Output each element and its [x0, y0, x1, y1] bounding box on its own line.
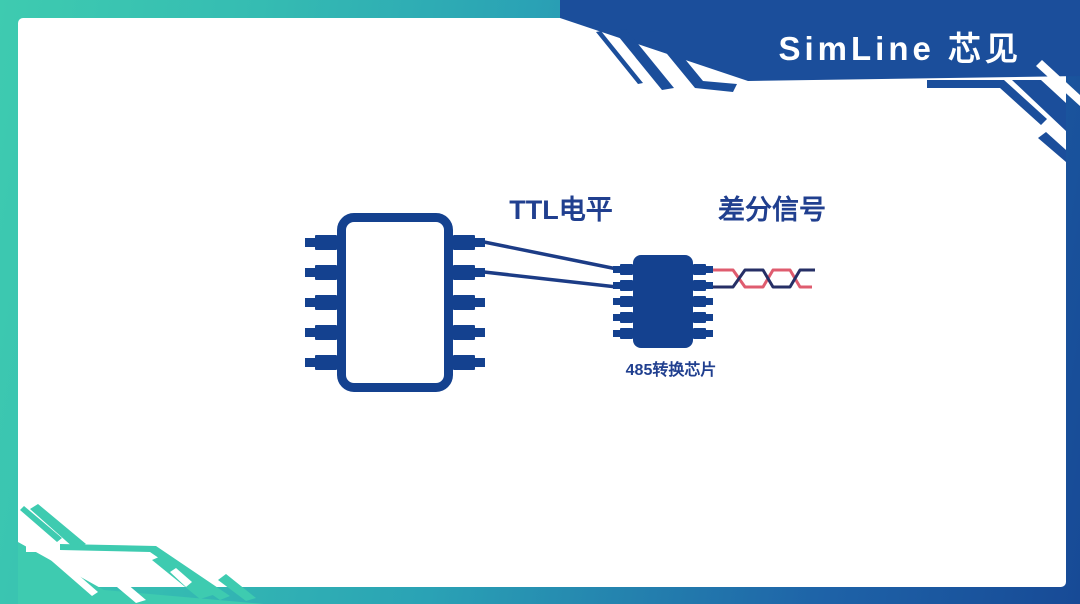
ttl-level-label: TTL电平 — [509, 195, 613, 225]
brand-logo: SimLine 芯见 — [778, 30, 1022, 67]
converter-pin-right-3 — [693, 296, 713, 307]
converter-chip-body — [633, 255, 693, 348]
converter-pin-right-4 — [693, 312, 713, 323]
converter-pin-left-5 — [613, 328, 633, 339]
converter-pin-right-2 — [693, 280, 713, 291]
mcu-chip-body — [337, 213, 453, 392]
mcu-pin-left-4 — [305, 325, 337, 340]
converter-pin-left-4 — [613, 312, 633, 323]
mcu-pin-right-2 — [453, 265, 485, 280]
mcu-pin-left-1 — [305, 235, 337, 250]
mcu-pin-right-5 — [453, 355, 485, 370]
content-canvas — [18, 18, 1066, 587]
mcu-pin-left-3 — [305, 295, 337, 310]
converter-pin-left-1 — [613, 264, 633, 275]
mcu-pin-right-1 — [453, 235, 485, 250]
converter-pin-right-1 — [693, 264, 713, 275]
differential-signal-label: 差分信号 — [718, 195, 826, 225]
converter-pin-left-3 — [613, 296, 633, 307]
mcu-pin-right-4 — [453, 325, 485, 340]
converter-chip-label: 485转换芯片 — [625, 362, 717, 379]
converter-pin-right-5 — [693, 328, 713, 339]
mcu-pin-right-3 — [453, 295, 485, 310]
mcu-pin-left-2 — [305, 265, 337, 280]
mcu-pin-left-5 — [305, 355, 337, 370]
converter-pin-left-2 — [613, 280, 633, 291]
